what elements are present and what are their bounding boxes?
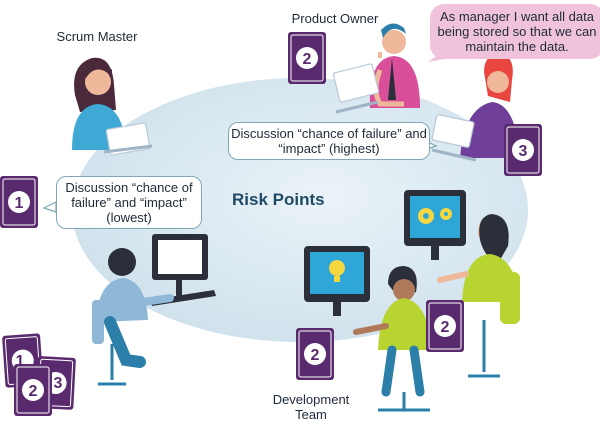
table-title: Risk Points (232, 190, 325, 209)
dev-person-front (353, 266, 432, 412)
role-product-owner: Product Owner (291, 11, 379, 26)
scrum-master-figure (72, 57, 153, 156)
card-scrum-master-number: 1 (15, 195, 24, 212)
card-dev-left-number: 2 (311, 347, 320, 364)
role-scrum-master: Scrum Master (56, 29, 138, 44)
discussion-bubble-highest: Discussion “chance of failure” and “impa… (228, 122, 430, 160)
card-deck-a-number: 1 (16, 353, 25, 370)
card-manager-number: 3 (519, 143, 528, 160)
card-deck-b-number: 2 (29, 383, 38, 400)
discussion-bubble-lowest: Discussion “chance of failure” and “impa… (56, 176, 202, 229)
participant-left-figure (92, 234, 216, 386)
bubble-tail-lowest (42, 201, 57, 213)
card-product-owner-number: 2 (303, 51, 312, 68)
dev-monitor-gears (404, 190, 466, 260)
dev-monitor-bulb (304, 246, 370, 316)
card-deck-c-number: 3 (54, 375, 63, 392)
product-owner-figure (332, 23, 420, 114)
role-development-team: Development Team (272, 392, 350, 422)
user-story-bubble: As manager I want all data being stored … (430, 4, 600, 59)
dev-person-back (437, 214, 520, 378)
card-dev-right-number: 2 (441, 319, 450, 336)
